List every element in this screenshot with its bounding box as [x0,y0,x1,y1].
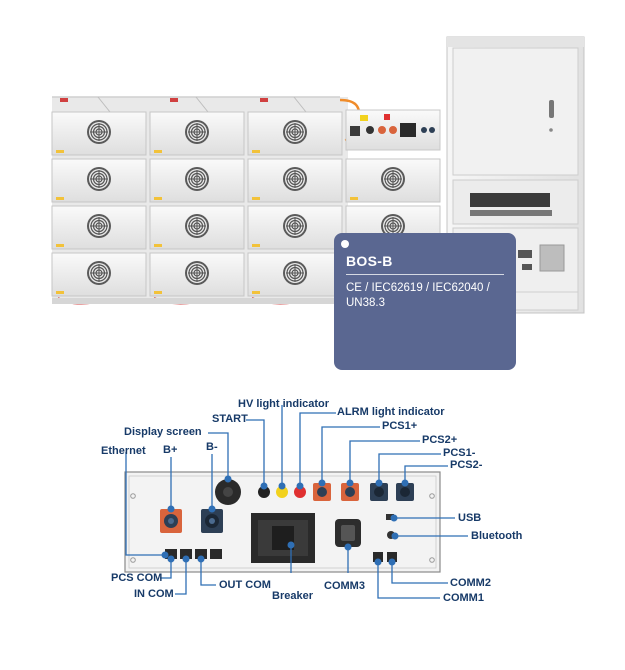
pcs-com-port [165,549,177,559]
battery-module [149,111,245,156]
callout-ends [161,475,409,566]
comm3-connector [335,519,361,547]
fan-grille-icon [184,213,210,239]
label-pcs2-minus: PCS2- [450,459,483,471]
in-com-port [180,549,192,559]
fan-grille-icon [282,260,308,286]
pcs2-minus-terminal [396,483,414,501]
hv-led-indicator-icon [276,486,288,498]
alrm-led-indicator-icon [294,486,306,498]
lifting-handle [170,98,178,102]
label-comm1: COMM1 [443,592,484,604]
usb-port [386,514,394,520]
lifting-handle [260,98,268,102]
fan-grille-icon [86,166,112,192]
breaker-switch-icon [251,513,315,563]
label-breaker: Breaker [272,590,313,602]
pcs2-plus-terminal [341,483,359,501]
label-comm3: COMM3 [324,580,365,592]
fan-grille-icon [184,166,210,192]
label-pcs1-plus: PCS1+ [382,420,418,432]
label-start: START [212,413,248,425]
label-b-plus: B+ [163,444,178,456]
label-b-minus: B- [206,441,218,453]
fan-grille-icon [86,213,112,239]
label-pcs1-minus: PCS1- [443,447,476,459]
fan-grille-icon [86,119,112,145]
battery-module [247,205,343,250]
battery-module [149,158,245,203]
label-bluetooth: Bluetooth [471,530,523,542]
info-divider [346,274,504,275]
battery-module [247,252,343,297]
label-in-com: IN COM [134,588,174,600]
product-certifications: CE / IEC62619 / IEC62040 / UN38.3 [346,282,490,309]
b-plus-terminal [160,509,182,533]
start-button [258,486,270,498]
battery-module [51,205,147,250]
label-usb: USB [458,512,482,524]
b-minus-terminal [201,509,223,533]
comm1-port [373,552,383,562]
battery-module [149,205,245,250]
info-dot-icon [341,240,349,248]
comm2-port [387,552,397,562]
display-screen-icon [215,479,241,505]
fan-grille-icon [184,260,210,286]
fan-grille-icon [380,166,406,192]
door-handle-icon [549,100,554,118]
battery-module [51,252,147,297]
battery-module [247,111,343,156]
battery-module [345,158,441,203]
pcs1-plus-terminal [313,483,331,501]
fan-grille-icon [282,213,308,239]
label-display-screen: Display screen [124,426,202,438]
fan-grille-icon [184,119,210,145]
label-comm2: COMM2 [450,577,491,589]
fan-grille-icon [282,166,308,192]
label-ethernet: Ethernet [101,445,146,457]
pcs-cabinet [446,36,585,314]
battery-module [51,158,147,203]
product-info-card: BOS-B CE / IEC62619 / IEC62040 / UN38.3 [334,233,516,370]
battery-module [51,111,147,156]
product-model: BOS-B [346,253,393,269]
battery-module [247,158,343,203]
out-com-port [195,549,207,559]
callout-lines [125,405,468,599]
label-pcs2-plus: PCS2+ [422,434,458,446]
bms-control-box [345,109,441,151]
fan-grille-icon [282,119,308,145]
control-panel [124,471,441,573]
battery-module [149,252,245,297]
label-pcs-com: PCS COM [111,572,163,584]
fan-grille-icon [86,260,112,286]
out-com-port-2 [210,549,222,559]
lifting-handle [60,98,68,102]
pcs1-minus-terminal [370,483,388,501]
label-out-com: OUT COM [219,579,271,591]
label-alrm-light: ALRM light indicator [337,406,445,418]
label-hv-light: HV light indicator [238,398,330,410]
